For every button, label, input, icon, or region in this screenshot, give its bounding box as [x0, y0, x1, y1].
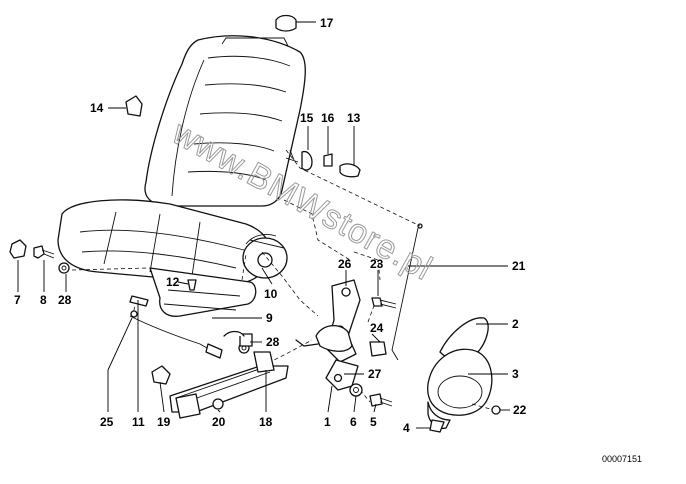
callout-17: 17	[320, 16, 334, 30]
callout-25: 25	[100, 415, 114, 429]
callout-23: 23	[370, 257, 384, 271]
callout-28-b: 28	[266, 335, 280, 349]
callout-27: 27	[368, 367, 382, 381]
seat-cushion	[57, 199, 271, 317]
callout-28-a: 28	[58, 293, 72, 307]
callout-14: 14	[90, 101, 104, 115]
callout-12: 12	[166, 275, 180, 289]
callout-10: 10	[264, 287, 278, 301]
callout-3: 3	[512, 367, 519, 381]
callout-6: 6	[350, 415, 357, 429]
callout-15: 15	[300, 111, 314, 125]
callout-leaders	[17, 21, 510, 429]
callout-18: 18	[259, 415, 273, 429]
callout-20: 20	[212, 415, 226, 429]
callout-9: 9	[266, 311, 273, 325]
callout-24: 24	[370, 321, 384, 335]
callout-22: 22	[513, 403, 527, 417]
callout-8: 8	[40, 293, 47, 307]
callout-1: 1	[324, 415, 331, 429]
seat-rail-assembly	[129, 295, 289, 419]
side-cover	[427, 317, 493, 433]
callout-7: 7	[14, 293, 21, 307]
callout-4: 4	[403, 421, 410, 435]
callout-13: 13	[347, 111, 361, 125]
small-parts	[9, 14, 501, 415]
callout-26: 26	[338, 257, 352, 271]
callout-5: 5	[370, 415, 377, 429]
callout-21: 21	[512, 259, 526, 273]
seat-backrest	[144, 35, 306, 207]
callout-16: 16	[321, 111, 335, 125]
part-callouts: 17 14 15 16 13 21 7 8 28 12 10 26 23 24 …	[14, 16, 527, 435]
catalog-number: 00007151	[602, 454, 642, 464]
callout-19: 19	[157, 415, 171, 429]
recliner-mechanism	[242, 233, 387, 391]
callout-2: 2	[512, 317, 519, 331]
callout-11: 11	[132, 415, 145, 429]
